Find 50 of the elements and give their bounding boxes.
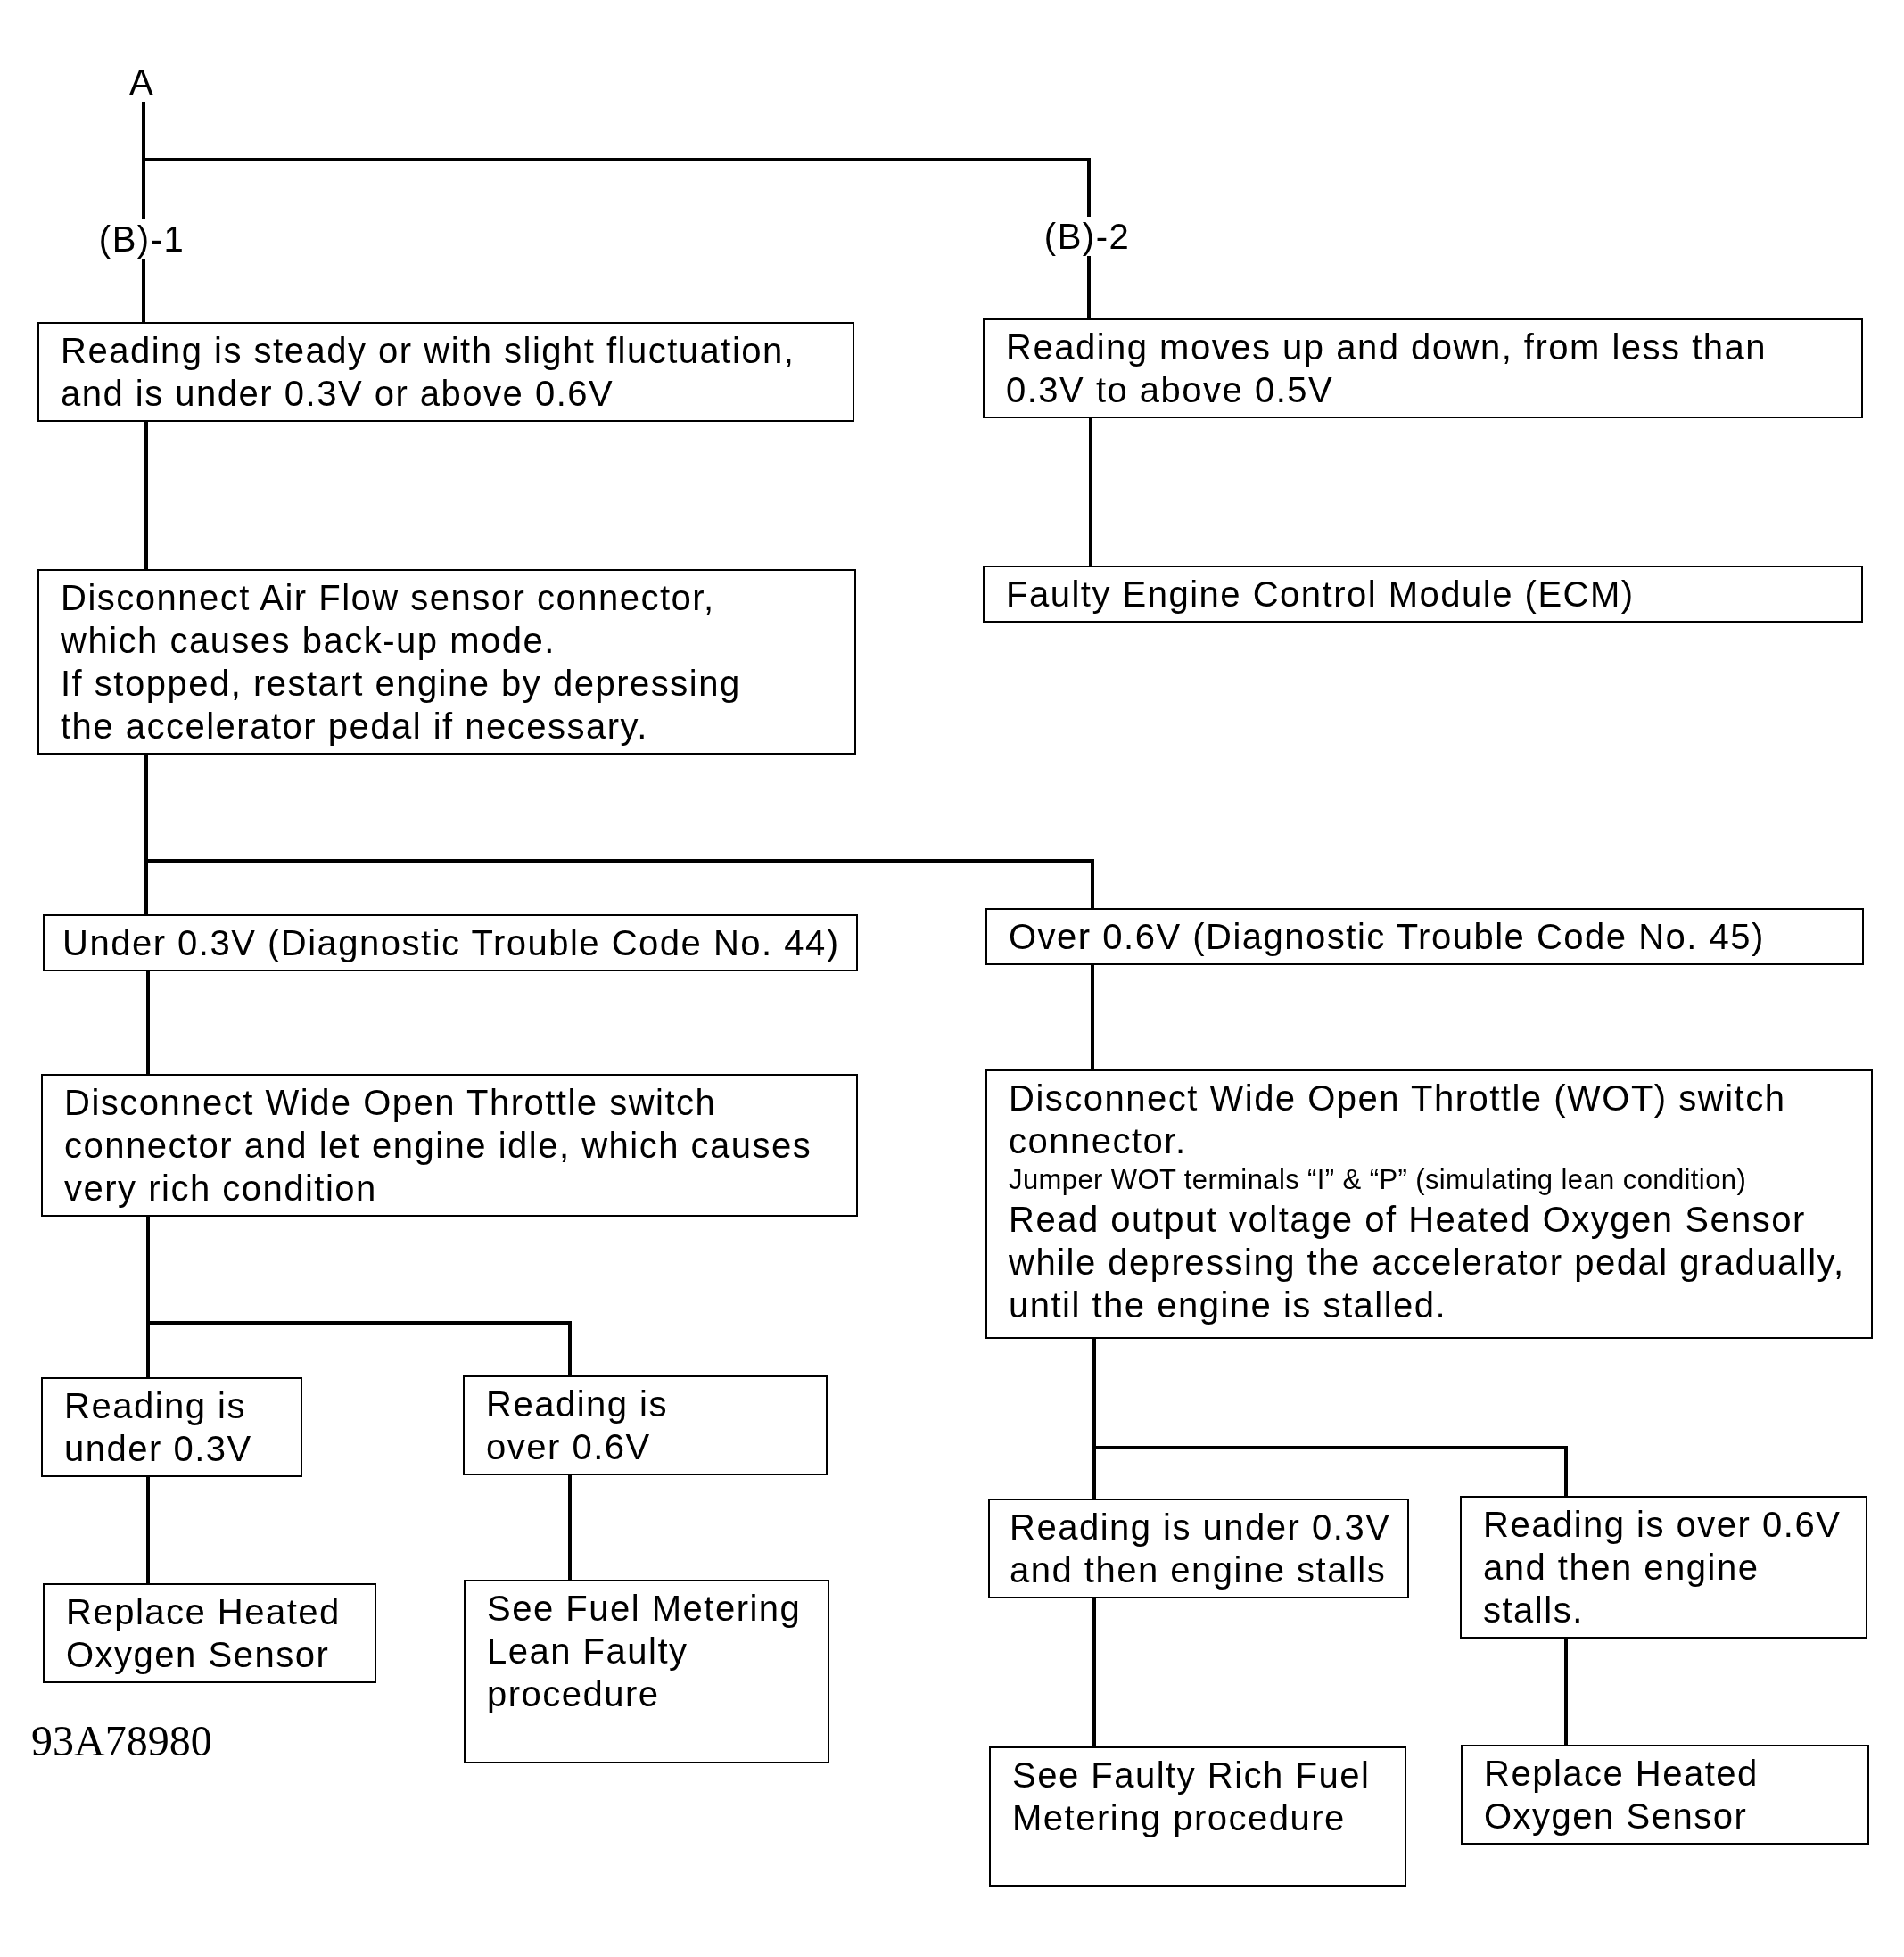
step-box xyxy=(1460,1496,1867,1639)
connector-line xyxy=(568,1475,572,1580)
branch-label: (B)-1 xyxy=(98,219,185,259)
step-box xyxy=(37,569,856,755)
box-text: Replace Heated Oxygen Sensor xyxy=(1484,1753,1760,1837)
step-box xyxy=(41,1074,858,1217)
box-text: Over 0.6V (Diagnostic Trouble Code No. 45) xyxy=(1009,916,1766,958)
connector-line xyxy=(1564,1639,1568,1745)
step-box xyxy=(985,1069,1873,1339)
connector-line xyxy=(1091,965,1094,1069)
step-box xyxy=(43,1583,376,1683)
box-text: Faulty Engine Control Module (ECM) xyxy=(1006,574,1636,615)
connector-line xyxy=(1089,418,1092,566)
box-text: Jumper WOT terminals “I” & “P” (simulating lean condition) xyxy=(1009,1163,1748,1197)
step-box xyxy=(1461,1745,1869,1845)
box-text: Under 0.3V (Diagnostic Trouble Code No. 44) xyxy=(62,922,841,964)
connector-line xyxy=(146,1477,150,1583)
box-text: Disconnect Wide Open Throttle switch connector and let engine idle, which causes very rich condition xyxy=(64,1082,813,1210)
step-box xyxy=(37,322,854,422)
step-box xyxy=(464,1580,829,1763)
box-text: If stopped, restart engine by depressing the accelerator pedal if necessary. xyxy=(61,663,742,747)
box-text: Reading is steady or with slight fluctuation, and is under 0.3V or above 0.6V xyxy=(61,330,796,415)
step-box xyxy=(463,1375,828,1475)
box-text: Reading moves up and down, from less than 0.3V to above 0.5V xyxy=(1006,326,1768,411)
step-box xyxy=(43,914,858,971)
box-text: Reading is over 0.6V xyxy=(486,1383,669,1468)
step-box xyxy=(41,1377,302,1477)
connector-line xyxy=(1092,1598,1096,1746)
box-text: Replace Heated Oxygen Sensor xyxy=(66,1591,342,1676)
connector-line xyxy=(144,422,148,569)
box-text: Disconnect Wide Open Throttle (WOT) switch connector. xyxy=(1009,1078,1787,1162)
branch-label: A xyxy=(128,62,155,102)
step-box xyxy=(989,1746,1406,1887)
step-box xyxy=(983,318,1863,418)
connector-line xyxy=(142,259,145,322)
step-box xyxy=(988,1499,1409,1598)
figure-number: 93A78980 xyxy=(31,1718,212,1764)
step-box xyxy=(983,566,1863,623)
connector-line xyxy=(146,971,150,1074)
box-text: Disconnect Air Flow sensor connector, which causes back-up mode. xyxy=(61,577,716,662)
connector-line xyxy=(1087,256,1091,318)
box-text: Reading is under 0.3V and then engine stalls xyxy=(1010,1507,1392,1591)
box-text: Reading is over 0.6V and then engine stalls. xyxy=(1483,1504,1842,1631)
box-text: Read output voltage of Heated Oxygen Sensor while depressing the accelerator pedal gradually, until the engine is stalled. xyxy=(1009,1199,1846,1326)
box-text: See Faulty Rich Fuel Metering procedure xyxy=(1012,1755,1372,1839)
box-text: See Fuel Metering Lean Faulty procedure xyxy=(487,1588,803,1715)
box-text: Reading is under 0.3V xyxy=(64,1385,253,1470)
step-box xyxy=(985,908,1864,965)
branch-label: (B)-2 xyxy=(1043,217,1131,256)
connector-line xyxy=(142,102,1091,217)
